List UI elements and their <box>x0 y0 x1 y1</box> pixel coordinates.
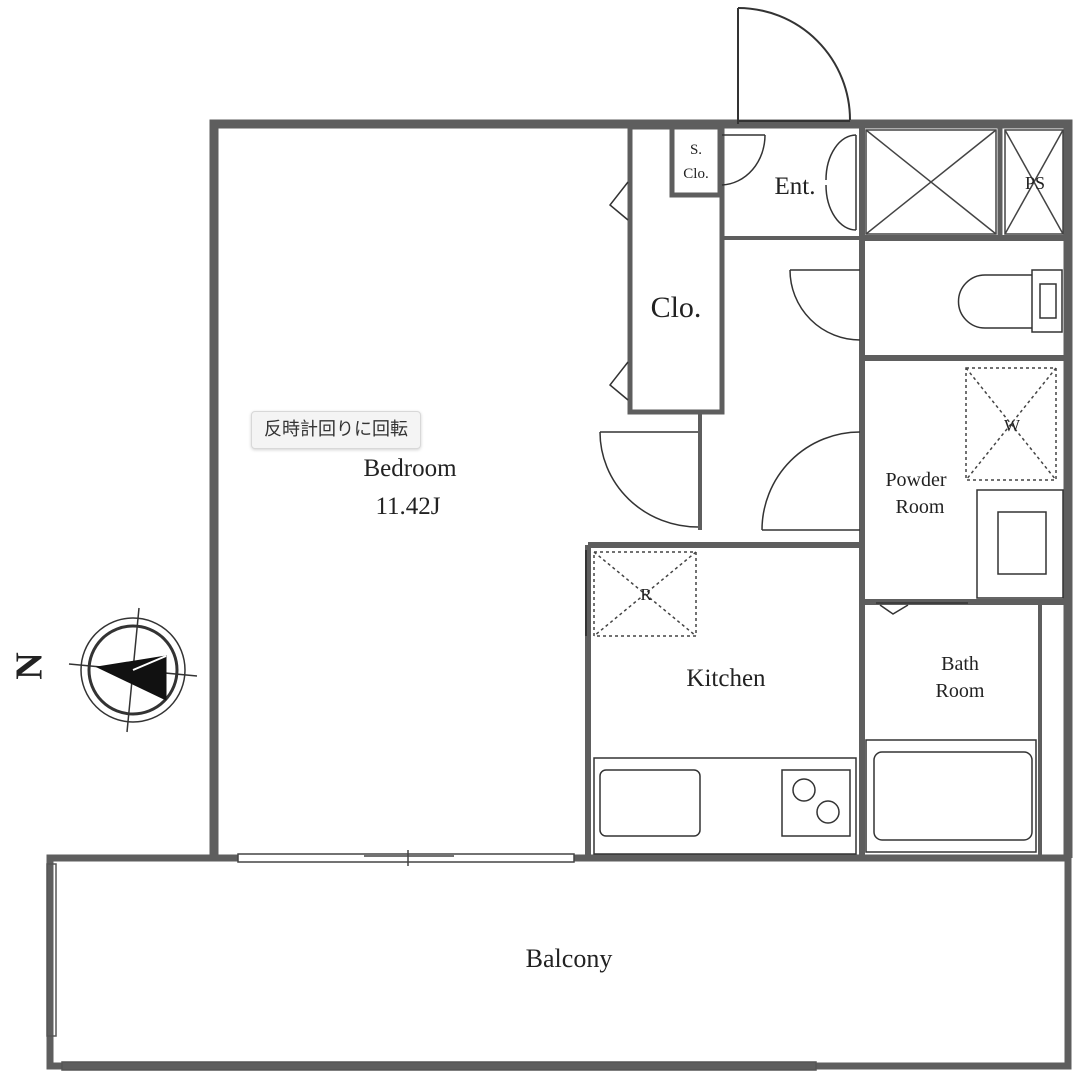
pipe-space-label: PS <box>1025 173 1045 193</box>
interior-walls <box>585 124 1068 858</box>
closet-doors[interactable] <box>608 181 629 401</box>
pipe-space <box>1004 129 1064 235</box>
bathtub <box>865 739 1037 853</box>
powder-room-label-1: Powder <box>885 469 946 491</box>
washbasin <box>976 489 1064 599</box>
fridge-label: R <box>640 585 652 604</box>
shoe-closet-door[interactable] <box>721 134 766 186</box>
powder-room-door[interactable] <box>761 431 861 531</box>
storage-cabinet <box>865 129 997 235</box>
kitchen-counter <box>593 757 857 855</box>
entrance-door[interactable] <box>737 7 851 124</box>
shoe-closet-label-1: S. <box>690 142 702 158</box>
washer-space <box>965 367 1057 481</box>
bedroom-label: Bedroom <box>363 455 457 482</box>
compass-needle-icon <box>95 655 167 701</box>
shoe-closet-label-2: Clo. <box>683 166 708 182</box>
bath-room-label-2: Room <box>936 680 985 702</box>
washer-label: W <box>1004 416 1021 435</box>
toilet-fixture <box>957 269 1063 333</box>
balcony-label: Balcony <box>526 944 613 973</box>
entrance-label: Ent. <box>775 173 816 200</box>
bath-door[interactable] <box>876 602 968 615</box>
rotate-tooltip: 反時計回りに回転 <box>251 411 421 449</box>
bedroom-door[interactable] <box>599 431 699 528</box>
bath-room-label-1: Bath <box>941 653 979 675</box>
fridge-space <box>593 551 697 637</box>
closet-label: Clo. <box>651 291 702 324</box>
outer-walls <box>46 119 1073 1070</box>
bedroom-area: 11.42J <box>375 493 440 520</box>
compass-rose <box>68 607 198 733</box>
balcony-railing <box>46 863 817 1071</box>
powder-room-label-2: Room <box>896 496 945 518</box>
compass-north-label: N <box>9 652 51 679</box>
bedroom-window <box>237 850 575 866</box>
entrance-inner-door[interactable] <box>825 134 857 231</box>
kitchen-label: Kitchen <box>686 665 766 692</box>
toilet-door[interactable] <box>789 269 861 341</box>
